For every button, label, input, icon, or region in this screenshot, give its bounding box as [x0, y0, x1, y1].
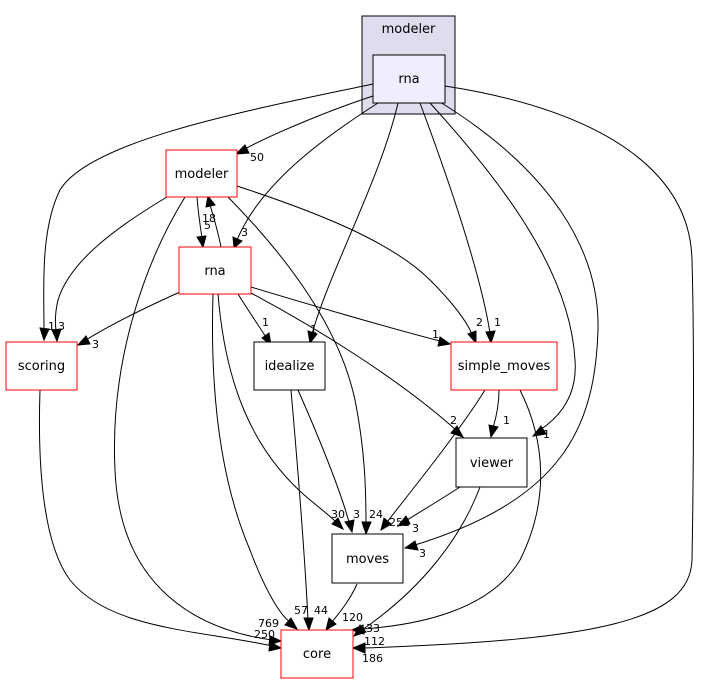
edge-label: 186 — [362, 652, 383, 665]
edge-rna-top-core: 186 — [351, 85, 694, 665]
edge-label: 24 — [369, 508, 383, 521]
cluster-label: modeler — [382, 22, 436, 37]
edge-label: 18 — [202, 212, 216, 225]
edge-viewer-core: 112 — [352, 486, 481, 648]
node-label: modeler — [175, 167, 229, 182]
edge-label: 3 — [241, 226, 248, 239]
edge-label: 57 — [294, 604, 308, 617]
node-label: core — [303, 647, 331, 662]
edge-idealize-core: 44 — [290, 389, 328, 632]
edge-label: 50 — [250, 151, 264, 164]
edge-rna-top-rna: 3 — [232, 102, 379, 250]
edge-rna-modeler: 18 — [202, 194, 222, 248]
edge-label: 120 — [342, 611, 363, 624]
edge-label: 250 — [254, 628, 275, 641]
node-label: viewer — [470, 456, 514, 471]
edge-label: 1 — [310, 323, 317, 336]
edge-label: 3 — [412, 522, 419, 535]
edge-label: 112 — [364, 635, 385, 648]
edge-label: 3 — [353, 508, 360, 521]
node-label: simple_moves — [458, 359, 551, 374]
edge-label: 2 — [450, 414, 457, 427]
edge-rna-top-moves: 3 — [403, 101, 599, 560]
edge-label: 30 — [331, 508, 345, 521]
edge-rna-scoring: 3 — [76, 291, 181, 351]
edge-moves-core: 120 — [325, 583, 363, 632]
edge-scoring-core: 769 — [38, 389, 283, 652]
node-simple-moves[interactable]: simple_moves — [450, 341, 558, 391]
node-rna[interactable]: rna — [178, 246, 252, 295]
edge-label: 1 — [494, 316, 501, 329]
edge-label: 1 — [262, 316, 269, 329]
edge-modeler-scoring: 3 — [51, 196, 168, 343]
node-label: scoring — [18, 359, 65, 374]
edge-label: 1 — [503, 414, 510, 427]
edge-modeler-simple-moves: 2 — [236, 185, 483, 345]
edge-label: 769 — [258, 617, 279, 630]
edge-modeler-rna: 5 — [196, 196, 211, 249]
node-moves[interactable]: moves — [331, 533, 404, 584]
edge-label: 33 — [366, 622, 380, 635]
edge-label: 5 — [204, 219, 211, 232]
node-modeler[interactable]: modeler — [165, 149, 238, 198]
edge-rna-simple-moves: 1 — [250, 286, 452, 347]
node-idealize[interactable]: idealize — [253, 341, 326, 391]
edge-rna-top-idealize: 1 — [307, 102, 399, 345]
edge-label: 2 — [476, 316, 483, 329]
edge-idealize-moves: 3 — [297, 389, 360, 534]
edge-label: 3 — [58, 320, 65, 333]
edge-modeler-moves: 24 — [227, 196, 383, 536]
node-label: moves — [346, 552, 389, 567]
edge-label: 1 — [48, 320, 55, 333]
edge-rna-top-simple-moves: 1 — [419, 102, 501, 345]
node-core[interactable]: core — [280, 629, 354, 679]
edge-rna-core: 57 — [211, 293, 308, 630]
node-label: rna — [204, 264, 225, 279]
edges: 50 3 1 1 1 1 — [38, 83, 694, 665]
edge-rna-top-scoring: 1 — [39, 83, 374, 342]
edge-label: 1 — [543, 428, 550, 441]
edge-rna-top-modeler: 50 — [234, 95, 374, 164]
node-label: rna — [398, 72, 419, 87]
edge-simple-moves-viewer: 1 — [488, 389, 510, 439]
node-label: idealize — [265, 359, 315, 374]
node-scoring[interactable]: scoring — [5, 341, 78, 391]
edge-label: 44 — [314, 604, 328, 617]
edge-label: 3 — [419, 547, 426, 560]
edge-viewer-moves: 3 — [396, 486, 461, 535]
edge-label: 3 — [92, 338, 99, 351]
node-rna-focus[interactable]: rna — [372, 54, 446, 104]
node-viewer[interactable]: viewer — [455, 437, 528, 488]
edge-label: 1 — [432, 328, 439, 341]
edge-modeler-core: 250 — [113, 196, 283, 646]
edge-rna-moves: 30 — [217, 293, 345, 531]
